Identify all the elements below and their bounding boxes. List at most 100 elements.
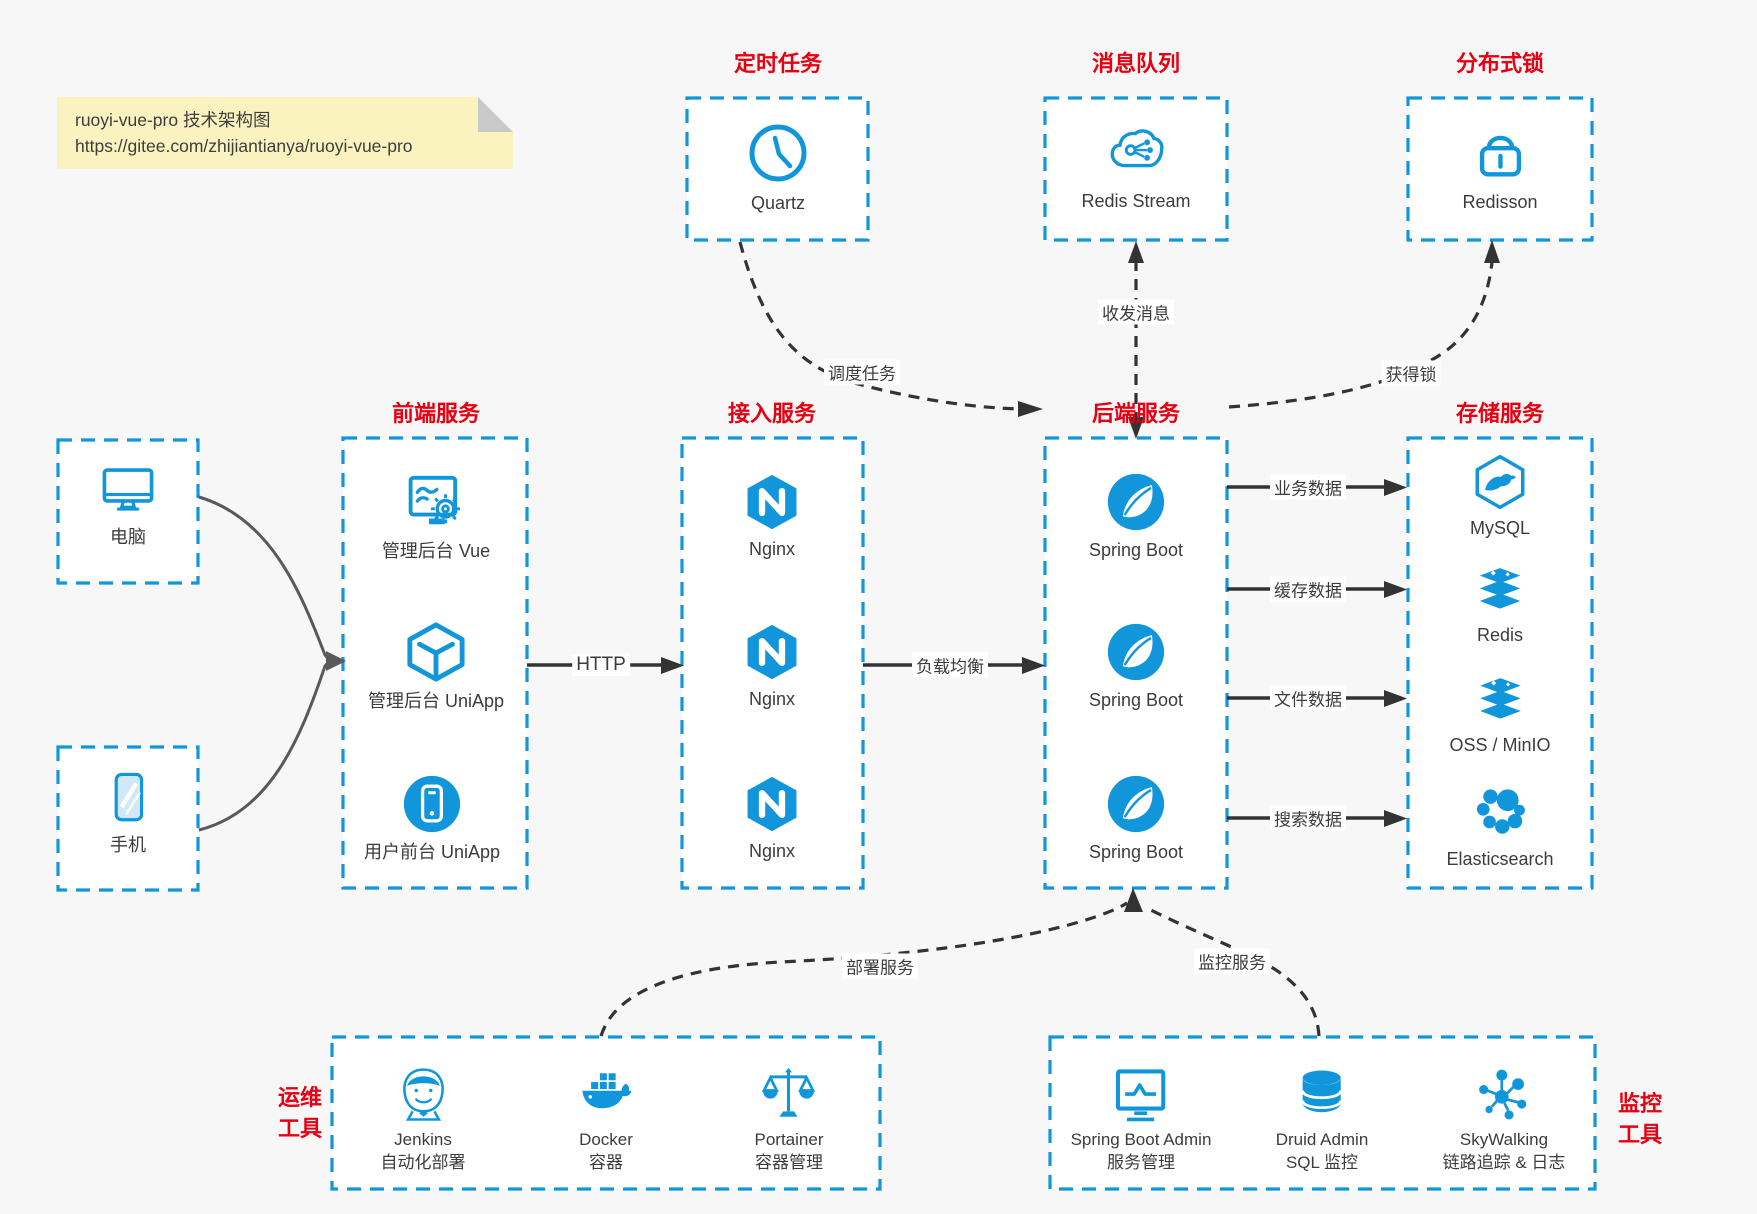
edge-label-monitor: 监控服务 (1194, 948, 1270, 974)
box-scheduled (685, 96, 870, 242)
spring-icon (1106, 622, 1166, 682)
edge-label-search-data: 搜索数据 (1270, 805, 1346, 831)
node-user-uniapp: 用户前台 UniApp (364, 774, 500, 864)
node-label: 管理后台 Vue (381, 541, 491, 561)
edge-label-business-data: 业务数据 (1270, 474, 1346, 500)
node-jenkins: Jenkins 自动化部署 (381, 1066, 466, 1174)
title-mq: 消息队列 (1091, 51, 1181, 76)
edge-label-file-data: 文件数据 (1270, 685, 1346, 711)
node-label: Redis Stream (1081, 191, 1191, 211)
edge-label-http: HTTP (572, 654, 630, 676)
box-lock (1406, 96, 1594, 242)
title-storage: 存储服务 (1455, 401, 1545, 426)
note-title: ruoyi-vue-pro 技术架构图 (75, 110, 271, 130)
mysql-icon (1472, 454, 1528, 510)
note-url: https://gitee.com/zhijiantianya/ruoyi-vu… (75, 136, 413, 156)
node-label: MySQL (1469, 518, 1531, 538)
node-label: Redisson (1462, 192, 1538, 212)
title-ops: 运维 工具 (277, 1085, 323, 1141)
mobile-app-icon (402, 774, 462, 834)
node-label: Docker 容器 (579, 1130, 633, 1172)
edge-label-acquire-lock: 获得锁 (1381, 360, 1441, 386)
node-quartz: Quartz (746, 121, 810, 215)
node-label: Redis (1476, 625, 1524, 645)
node-redisson: Redisson (1462, 122, 1538, 214)
node-computer: 电脑 (99, 461, 157, 549)
nginx-icon (743, 775, 801, 833)
title-monitor: 监控 工具 (1617, 1091, 1663, 1147)
node-label: SkyWalking 链路追踪 & 日志 (1442, 1130, 1566, 1172)
box-computer (56, 438, 200, 585)
node-oss-minio: OSS / MinIO (1449, 673, 1551, 757)
title-frontend: 前端服务 (391, 401, 481, 426)
nginx-icon (743, 623, 801, 681)
node-label: Elasticsearch (1446, 849, 1554, 869)
jenkins-icon (394, 1066, 452, 1124)
node-mysql: MySQL (1470, 454, 1530, 540)
clock-icon (746, 121, 810, 185)
node-label: 管理后台 UniApp (367, 691, 505, 711)
node-label: Nginx (748, 689, 796, 709)
lock-icon (1469, 122, 1531, 184)
node-springboot-3: Spring Boot (1089, 774, 1183, 864)
title-scheduled: 定时任务 (733, 51, 823, 76)
node-label: Spring Boot (1088, 842, 1184, 862)
sticky-note: ruoyi-vue-pro 技术架构图 https://gitee.com/zh… (57, 97, 513, 169)
node-skywalking: SkyWalking 链路追踪 & 日志 (1442, 1066, 1566, 1174)
node-label: OSS / MinIO (1449, 735, 1551, 755)
spring-icon (1106, 774, 1166, 834)
edge-computer-frontend (198, 495, 332, 662)
node-label: Portainer 容器管理 (754, 1130, 824, 1172)
computer-icon (99, 461, 157, 519)
phone-icon (99, 769, 157, 827)
node-nginx-2: Nginx (743, 623, 801, 711)
node-docker: Docker 容器 (578, 1068, 634, 1174)
edge-phone-frontend (198, 659, 332, 832)
node-label: Nginx (748, 841, 796, 861)
spring-icon (1106, 472, 1166, 532)
node-label: Druid Admin SQL 监控 (1275, 1130, 1369, 1172)
node-label: 电脑 (110, 527, 146, 547)
node-redis-stream: Redis Stream (1081, 121, 1191, 213)
node-label: Quartz (750, 193, 806, 213)
node-redis: Redis (1473, 563, 1527, 647)
edge-monitor-line (1146, 906, 1321, 1037)
node-druid-admin: Druid Admin SQL 监控 (1275, 1066, 1369, 1174)
docker-icon (578, 1068, 634, 1124)
node-springboot-1: Spring Boot (1089, 472, 1183, 562)
node-label: 手机 (110, 835, 146, 855)
node-admin-uniapp: 管理后台 UniApp (368, 621, 504, 713)
edge-label-cache-data: 缓存数据 (1270, 576, 1346, 602)
skywalking-icon (1475, 1066, 1533, 1124)
node-nginx-3: Nginx (743, 775, 801, 863)
box-mq (1043, 96, 1229, 242)
title-gateway: 接入服务 (727, 401, 817, 426)
node-label: Jenkins 自动化部署 (380, 1130, 466, 1172)
title-lock: 分布式锁 (1455, 51, 1545, 76)
cube-icon (405, 621, 467, 683)
node-label: Spring Boot (1088, 690, 1184, 710)
node-phone: 手机 (99, 769, 157, 857)
node-springboot-2: Spring Boot (1089, 622, 1183, 712)
sba-monitor-icon (1112, 1066, 1170, 1124)
node-elasticsearch: Elasticsearch (1446, 783, 1554, 871)
edge-acquire-lock-line (1228, 261, 1494, 409)
oss-icon (1473, 673, 1527, 727)
node-admin-vue: 管理后台 Vue (382, 471, 490, 563)
redis-icon (1473, 563, 1527, 617)
edge-label-deploy: 部署服务 (842, 953, 918, 979)
edge-label-load-balance: 负载均衡 (912, 652, 988, 678)
node-label: Spring Boot (1088, 540, 1184, 560)
box-storage (1406, 436, 1594, 890)
edge-label-message: 收发消息 (1098, 299, 1174, 325)
database-icon (1293, 1066, 1351, 1124)
cloud-stream-icon (1105, 121, 1167, 183)
edge-label-schedule: 调度任务 (824, 359, 900, 385)
nginx-icon (743, 473, 801, 531)
node-portainer: Portainer 容器管理 (754, 1066, 824, 1174)
admin-vue-icon (405, 471, 467, 533)
node-nginx-1: Nginx (743, 473, 801, 561)
node-spring-boot-admin: Spring Boot Admin 服务管理 (1071, 1066, 1211, 1174)
title-backend: 后端服务 (1091, 401, 1181, 426)
